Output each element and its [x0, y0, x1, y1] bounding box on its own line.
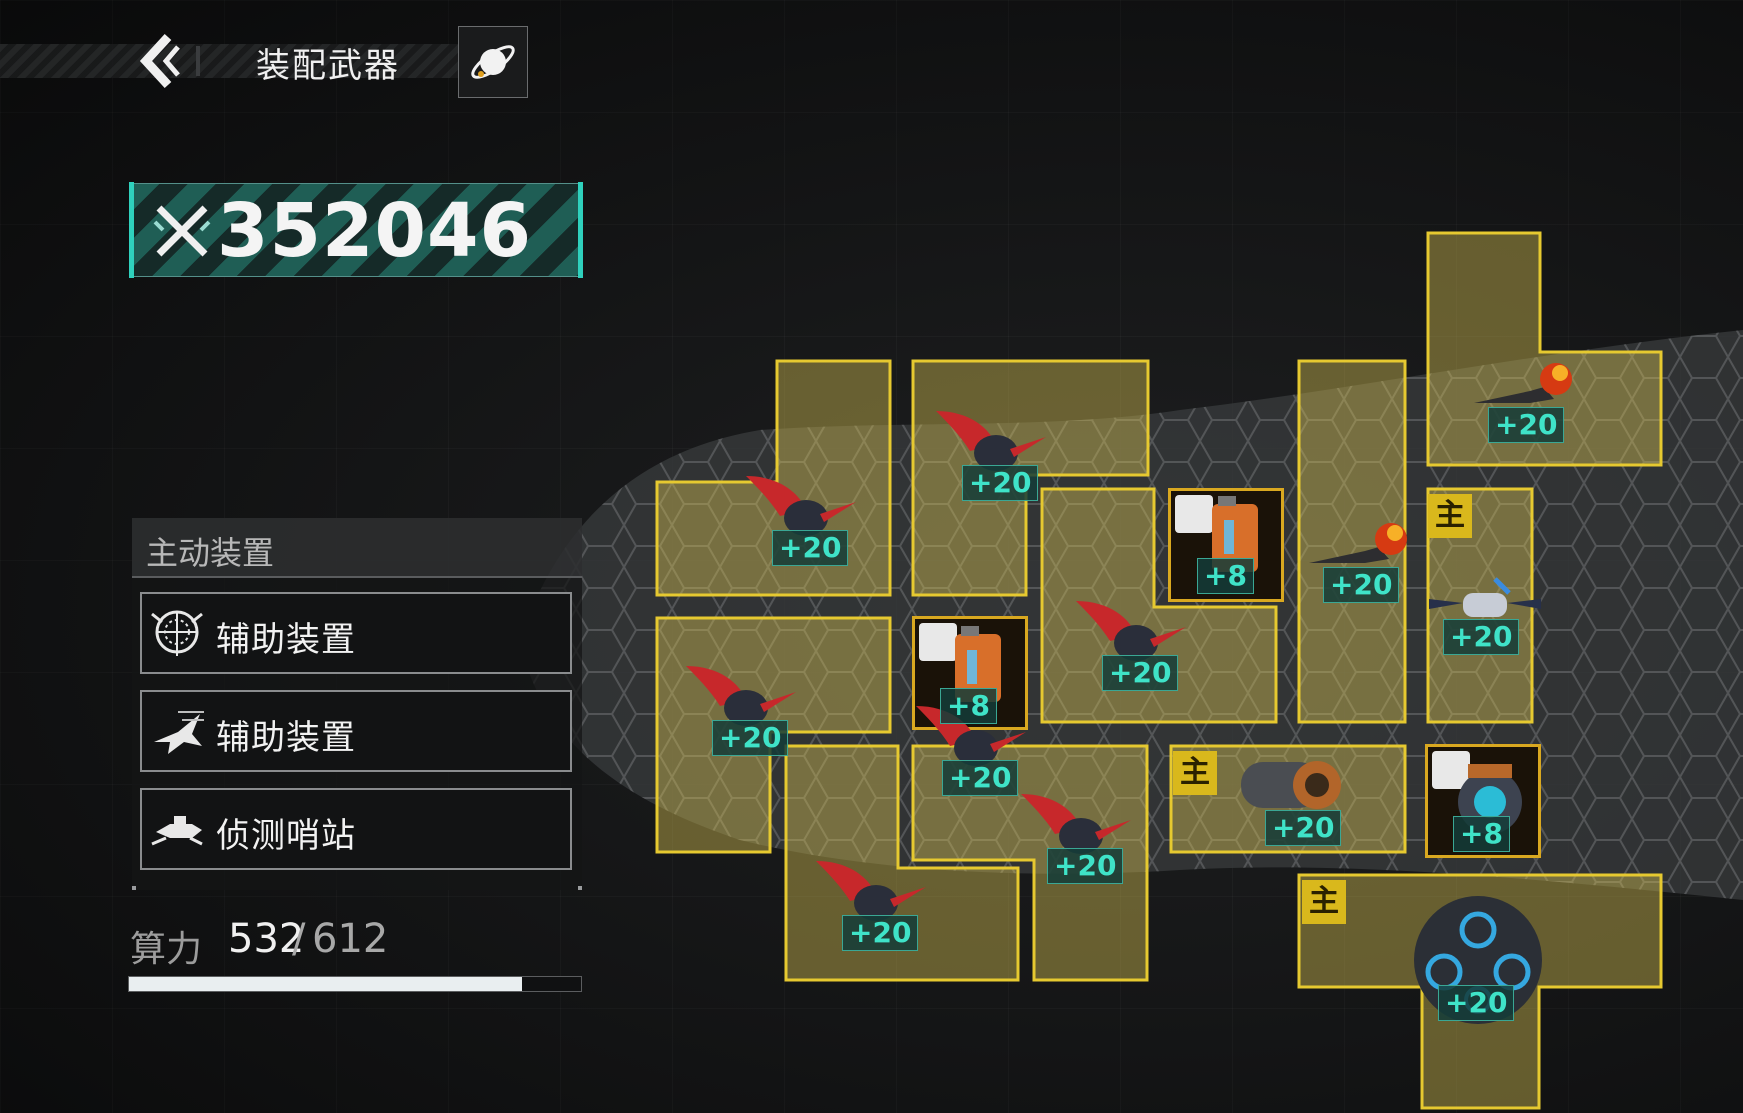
bonus-badge: +20: [712, 720, 789, 756]
device-slot-3[interactable]: 侦测哨站: [140, 788, 572, 870]
back-button[interactable]: [132, 30, 188, 92]
main-tag: 主: [1428, 494, 1472, 538]
equipment-tag-icon: [1432, 751, 1470, 789]
bonus-badge: +20: [942, 760, 1019, 796]
device-label-3: 侦测哨站: [216, 816, 356, 856]
device-label-2: 辅助装置: [216, 718, 356, 758]
compute-separator: /: [292, 916, 306, 962]
equipment-tag-icon: [919, 623, 957, 661]
main-tag: 主: [1173, 751, 1217, 795]
equipment-tag-icon: [1175, 495, 1213, 533]
bonus-badge: +20: [1102, 655, 1179, 691]
radar-shield-icon: [151, 610, 203, 656]
combat-power-value: 352046: [217, 188, 532, 274]
bonus-badge: +20: [842, 915, 919, 951]
bonus-badge: +8: [1197, 558, 1254, 594]
active-device-panel: 主动装置 辅助装置 辅助装置 侦测哨站: [132, 518, 582, 890]
bonus-badge: +20: [962, 465, 1039, 501]
device-slot-1[interactable]: 辅助装置: [140, 592, 572, 674]
slot-shape: [911, 744, 1149, 982]
bonus-badge: +20: [1443, 619, 1520, 655]
bonus-badge: +20: [1323, 567, 1400, 603]
bonus-badge: +20: [1265, 810, 1342, 846]
bonus-badge: +20: [1438, 985, 1515, 1021]
combat-power-display: 352046: [129, 182, 583, 278]
main-tag: 主: [1302, 880, 1346, 924]
bonus-badge: +20: [1488, 407, 1565, 443]
panel-title: 主动装置: [146, 534, 275, 572]
fighter-jet-icon: [154, 711, 204, 754]
device-slot-2[interactable]: 辅助装置: [140, 690, 572, 772]
chevron-left-icon: [139, 33, 180, 89]
crossed-swords-icon: [153, 205, 211, 257]
compute-total: 612: [312, 916, 389, 962]
page-title: 装配武器: [256, 46, 400, 86]
header-separator: [196, 46, 200, 76]
compute-progress-fill: [129, 977, 522, 991]
drone-icon: [151, 816, 203, 846]
device-label-1: 辅助装置: [216, 620, 356, 660]
compute-label: 算力: [130, 929, 203, 970]
compute-progress-bar: [128, 976, 582, 992]
panel-corner: [132, 886, 136, 890]
bonus-badge: +20: [772, 530, 849, 566]
slot-shape: [1297, 359, 1407, 724]
slot-shape: [1426, 231, 1663, 467]
planet-icon: [471, 45, 515, 79]
bonus-badge: +20: [1047, 848, 1124, 884]
compute-used: 532: [228, 916, 305, 962]
header-stripe: [0, 44, 460, 78]
slot-shape: [1040, 487, 1278, 724]
panel-header: 主动装置: [132, 518, 582, 578]
bonus-badge: +8: [1453, 816, 1510, 852]
bonus-badge: +8: [940, 688, 997, 724]
planet-button[interactable]: [458, 26, 528, 98]
panel-corner: [578, 886, 582, 890]
